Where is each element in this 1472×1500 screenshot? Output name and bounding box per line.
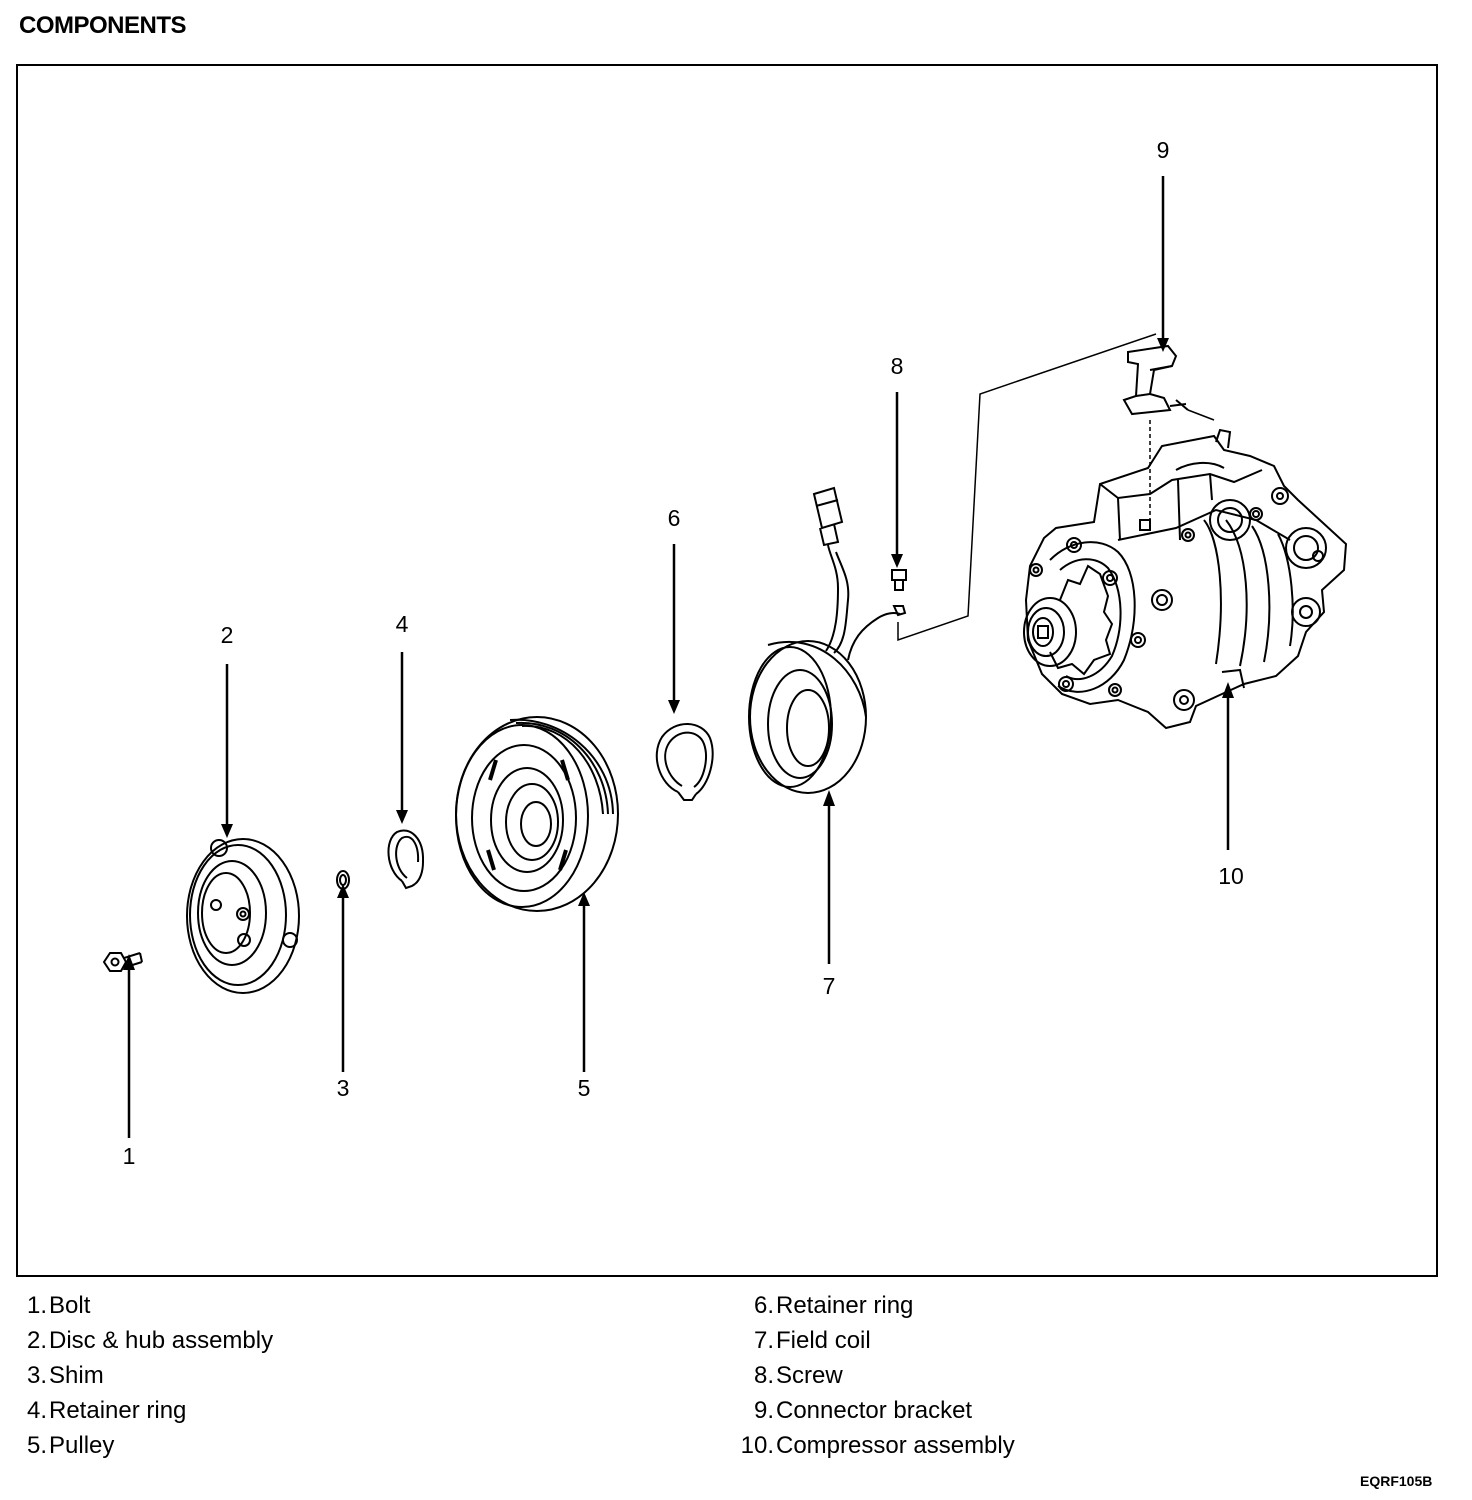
connector-bracket-part (1122, 344, 1189, 416)
callout-4: 4 (396, 611, 409, 637)
legend-item-connector-bracket: 9.Connector bracket (753, 1397, 973, 1424)
legend-item-screw: 8.Screw (753, 1362, 843, 1389)
callout-5: 5 (578, 1075, 591, 1101)
bolt-part (102, 952, 143, 972)
callout-1: 1 (123, 1143, 136, 1169)
legend-left: 1.Bolt 2.Disc & hub assembly 3.Shim 4.Re… (19, 1288, 273, 1463)
exploded-diagram: 1 2 3 4 5 6 7 8 9 10 (102, 137, 1348, 1169)
reference-lines (897, 333, 1215, 642)
callout-6: 6 (668, 505, 681, 531)
legend-item-retainer-ring-6: 6.Retainer ring (753, 1292, 914, 1319)
retainer-ring-4-part (387, 829, 425, 890)
legend-right: 6.Retainer ring 7.Field coil 8.Screw 9.C… (728, 1288, 1015, 1463)
legend-item-compressor-assembly: 10.Compressor assembly (740, 1432, 1015, 1459)
callout-7: 7 (823, 973, 836, 999)
leader-arrows (127, 176, 1230, 1138)
callout-8: 8 (891, 353, 904, 379)
legend-item-retainer-ring-4: 4.Retainer ring (26, 1397, 187, 1424)
callout-2: 2 (221, 622, 234, 648)
compressor-assembly-part (1023, 428, 1348, 730)
figure-code: EQRF105B (1360, 1473, 1433, 1489)
legend-item-disc-hub: 2.Disc & hub assembly (26, 1327, 274, 1354)
callout-9: 9 (1157, 137, 1170, 163)
legend-item-pulley: 5.Pulley (26, 1432, 115, 1459)
retainer-ring-6-part (655, 723, 714, 801)
callout-10: 10 (1218, 863, 1244, 889)
pulley-part (455, 716, 619, 912)
legend-item-field-coil: 7.Field coil (753, 1327, 871, 1354)
page-title: COMPONENTS (19, 12, 187, 39)
legend-item-bolt: 1.Bolt (26, 1292, 91, 1319)
callout-3: 3 (337, 1075, 350, 1101)
disc-hub-part (186, 838, 300, 994)
field-coil-part (748, 486, 907, 794)
legend-item-shim: 3.Shim (26, 1362, 104, 1389)
screw-part (891, 569, 907, 591)
diagram-frame (16, 64, 1438, 1277)
arrow-heads (123, 338, 1234, 970)
